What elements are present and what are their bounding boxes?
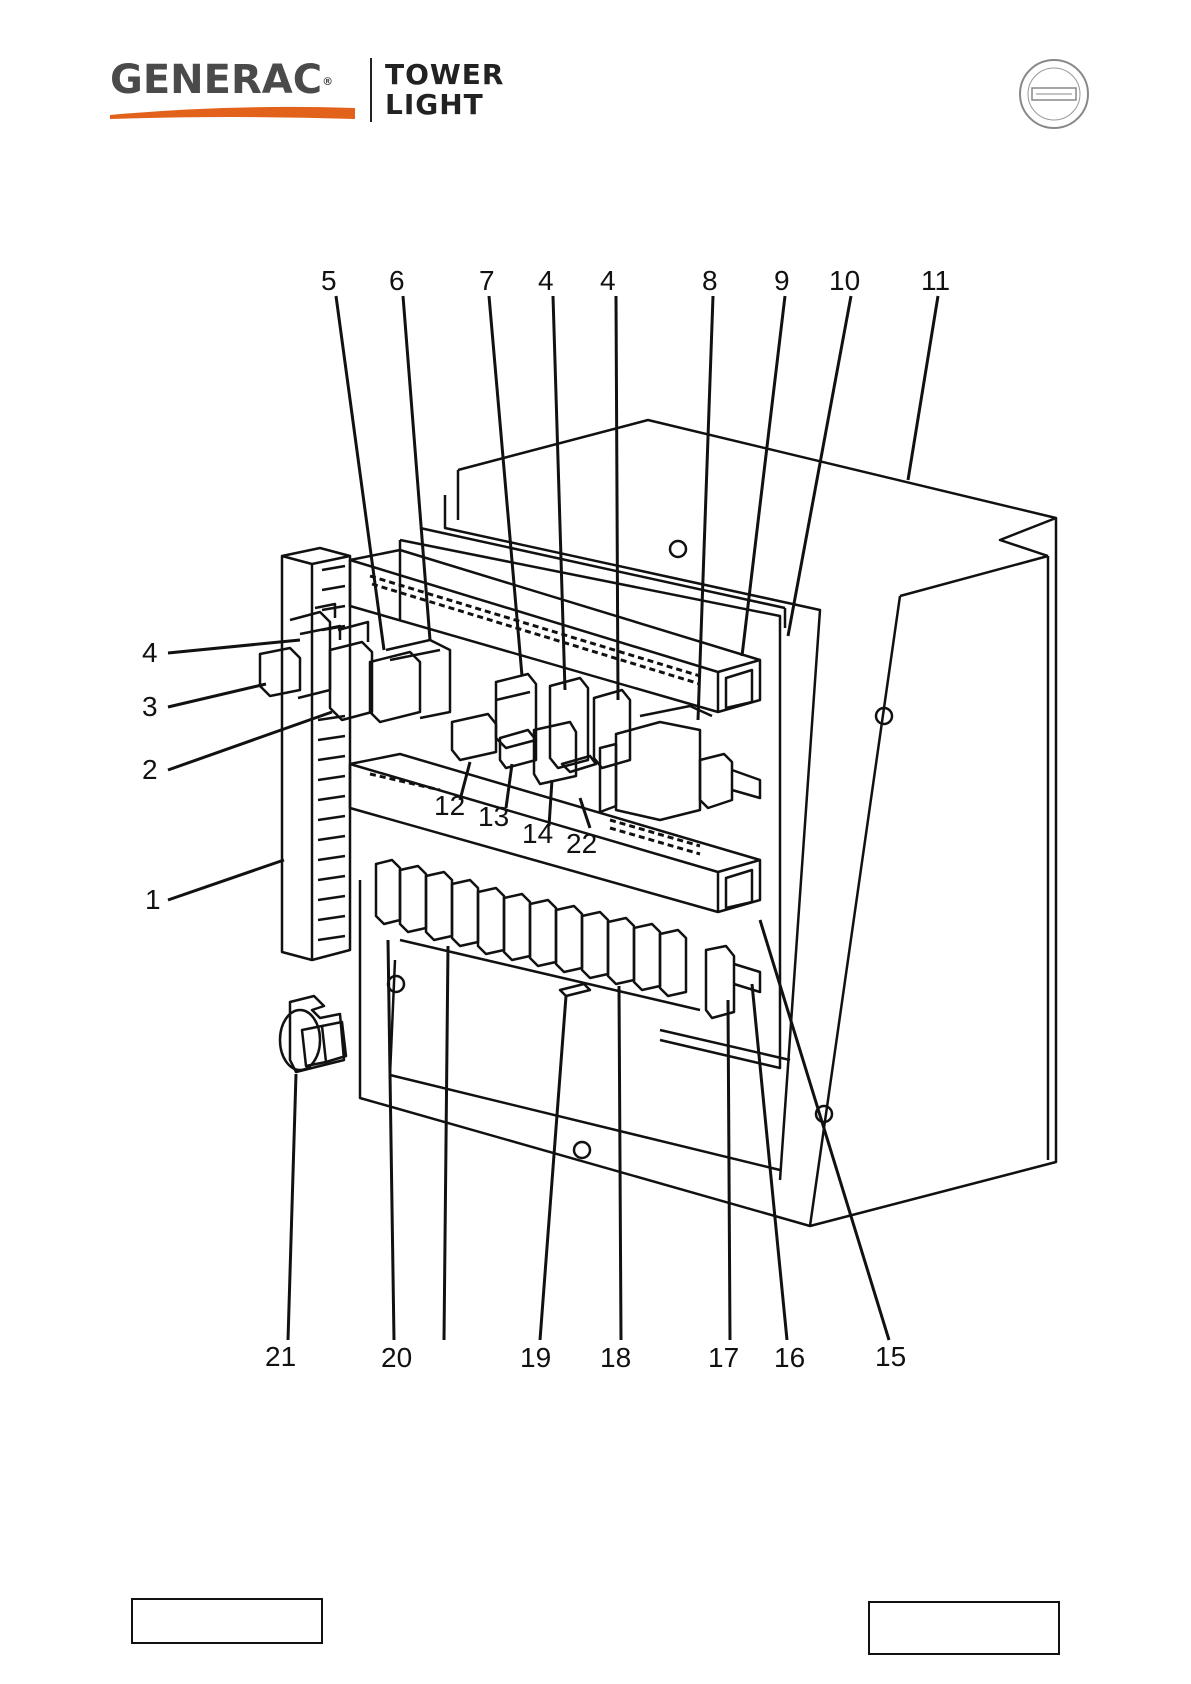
callout-19: 19 [520, 1342, 551, 1373]
small-fuse-19 [560, 984, 590, 996]
callout-16: 16 [774, 1342, 805, 1373]
callout-17: 17 [708, 1342, 739, 1373]
callout-4-left: 4 [142, 637, 158, 668]
callout-4-center-right: 4 [600, 265, 616, 296]
callout-5: 5 [321, 265, 337, 296]
footer-right-box [868, 1601, 1060, 1655]
callout-18: 18 [600, 1342, 631, 1373]
center-relay-group [452, 674, 630, 784]
callout-4-center-left: 4 [538, 265, 554, 296]
callout-14: 14 [522, 818, 553, 849]
callout-3: 3 [142, 691, 158, 722]
callout-1: 1 [145, 884, 161, 915]
callout-22: 22 [566, 828, 597, 859]
callout-8: 8 [702, 265, 718, 296]
callout-13: 13 [478, 801, 509, 832]
callout-2: 2 [142, 754, 158, 785]
callout-20: 20 [381, 1342, 412, 1373]
callout-9: 9 [774, 265, 790, 296]
main-selector-switch [280, 996, 346, 1072]
footer-left-box [131, 1598, 323, 1644]
callout-21: 21 [265, 1341, 296, 1372]
callout-12: 12 [434, 790, 465, 821]
left-relay-group [260, 604, 450, 722]
callout-7: 7 [479, 265, 495, 296]
lower-cable-duct [350, 754, 760, 912]
enclosure-cabinet [360, 420, 1056, 1226]
callout-10: 10 [829, 265, 860, 296]
callout-15: 15 [875, 1341, 906, 1372]
callout-11: 11 [921, 265, 950, 296]
callout-6: 6 [389, 265, 405, 296]
vertical-cable-duct [282, 548, 350, 960]
